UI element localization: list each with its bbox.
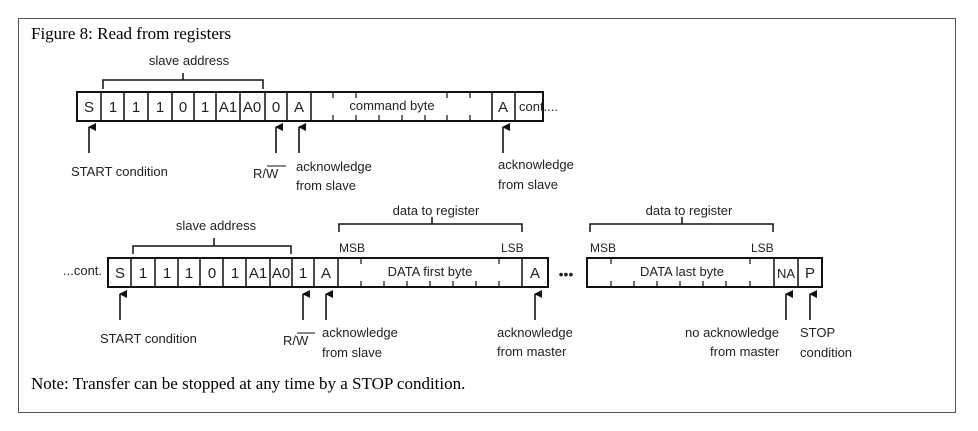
row2-bit-ack: A [321,265,331,282]
row1-cont-label: cont.... [519,99,558,114]
row2-last-byte-frame [586,257,823,288]
row1-bit-1d: 1 [201,99,209,116]
row2-rw-label: R/W [283,333,309,348]
row1-bracket-label: slave address [149,53,230,68]
row1-bit-1b: 1 [132,99,140,116]
row2-address-bracket [132,238,292,254]
row2-noack-line2: from master [710,344,780,359]
row2-bit-rw: 1 [299,265,307,282]
row2-bit-a0: A0 [272,265,290,282]
row2-bit-1a: 1 [139,265,147,282]
row1-bits: S 1 1 1 0 1 A1 A0 0 A A [84,99,508,116]
row2-msb2: MSB [590,241,616,255]
figure-frame [18,18,956,413]
row2-ack-master-line1: acknowledge [497,325,573,340]
row1-address-bracket [102,73,264,89]
row2-ellipsis: ••• [559,266,574,282]
row2-start-label: START condition [100,331,197,346]
row1-bit-a0: A0 [243,99,261,116]
figure-note: Note: Transfer can be stopped at any tim… [31,374,466,393]
row2-ack-slave-line1: acknowledge [322,325,398,340]
row1-ack-slave2-line2: from slave [498,177,558,192]
row1-bit-frame [76,91,544,122]
row2-last-dividers [773,258,799,287]
row1-ack2-cell: A [498,99,508,116]
row1-bit-ack: A [294,99,304,116]
row2-bits: S 1 1 1 0 1 A1 A0 1 A A [115,265,540,282]
row1-bit-a1: A1 [219,99,237,116]
row2-bit-1c: 1 [185,265,193,282]
row2-last-byte-ticks [610,258,751,287]
row2-bit-frame [107,257,549,288]
row1-command-ticks [332,92,471,121]
row1-bit-0: 0 [179,99,187,116]
row1-start-label: START condition [71,164,168,179]
row2-bracket-label: slave address [176,218,257,233]
row2-data1-bracket [338,217,523,232]
row2-stop-line1: STOP [800,325,835,340]
row1-dividers [100,92,516,121]
row1-bit-s: S [84,99,94,116]
row2-lsb2: LSB [751,241,774,255]
row2-na-cell: NA [777,266,795,281]
row2-first-byte-label: DATA first byte [388,264,473,279]
row2-bit-1b: 1 [163,265,171,282]
row2-data2-bracket [589,217,774,232]
row1-ack-slave-line1: acknowledge [296,159,372,174]
row1-ack-slave2-line1: acknowledge [498,157,574,172]
row2-ack-master-cell: A [530,265,540,282]
row2-bit-a1: A1 [249,265,267,282]
row1-rw-label: R/W [253,166,279,181]
row2-first-byte-ticks [360,258,500,287]
row2-ack-master-line2: from master [497,344,567,359]
row1-bit-rw: 0 [272,99,280,116]
row2-stop-line2: condition [800,345,852,360]
row1-bit-1c: 1 [156,99,164,116]
row2-bit-0: 0 [208,265,216,282]
figure-title: Figure 8: Read from registers [31,24,232,43]
row1-arrows [88,123,510,153]
row2-ack-slave-line2: from slave [322,345,382,360]
row2-msb: MSB [339,241,365,255]
row2-lsb: LSB [501,241,524,255]
row1-ack-slave-line2: from slave [296,178,356,193]
row2-bit-1d: 1 [231,265,239,282]
row2-dividers [130,258,523,287]
row2-p-cell: P [805,265,815,282]
row1-command-label: command byte [349,98,434,113]
row1-bit-1a: 1 [109,99,117,116]
row2-last-byte-label: DATA last byte [640,264,724,279]
row2-cont-label: ...cont. [63,263,102,278]
row2-bit-s: S [115,265,125,282]
row2-arrows [119,290,817,320]
row2-noack-line1: no acknowledge [685,325,779,340]
row2-data1-label: data to register [393,203,480,218]
row2-data2-label: data to register [646,203,733,218]
